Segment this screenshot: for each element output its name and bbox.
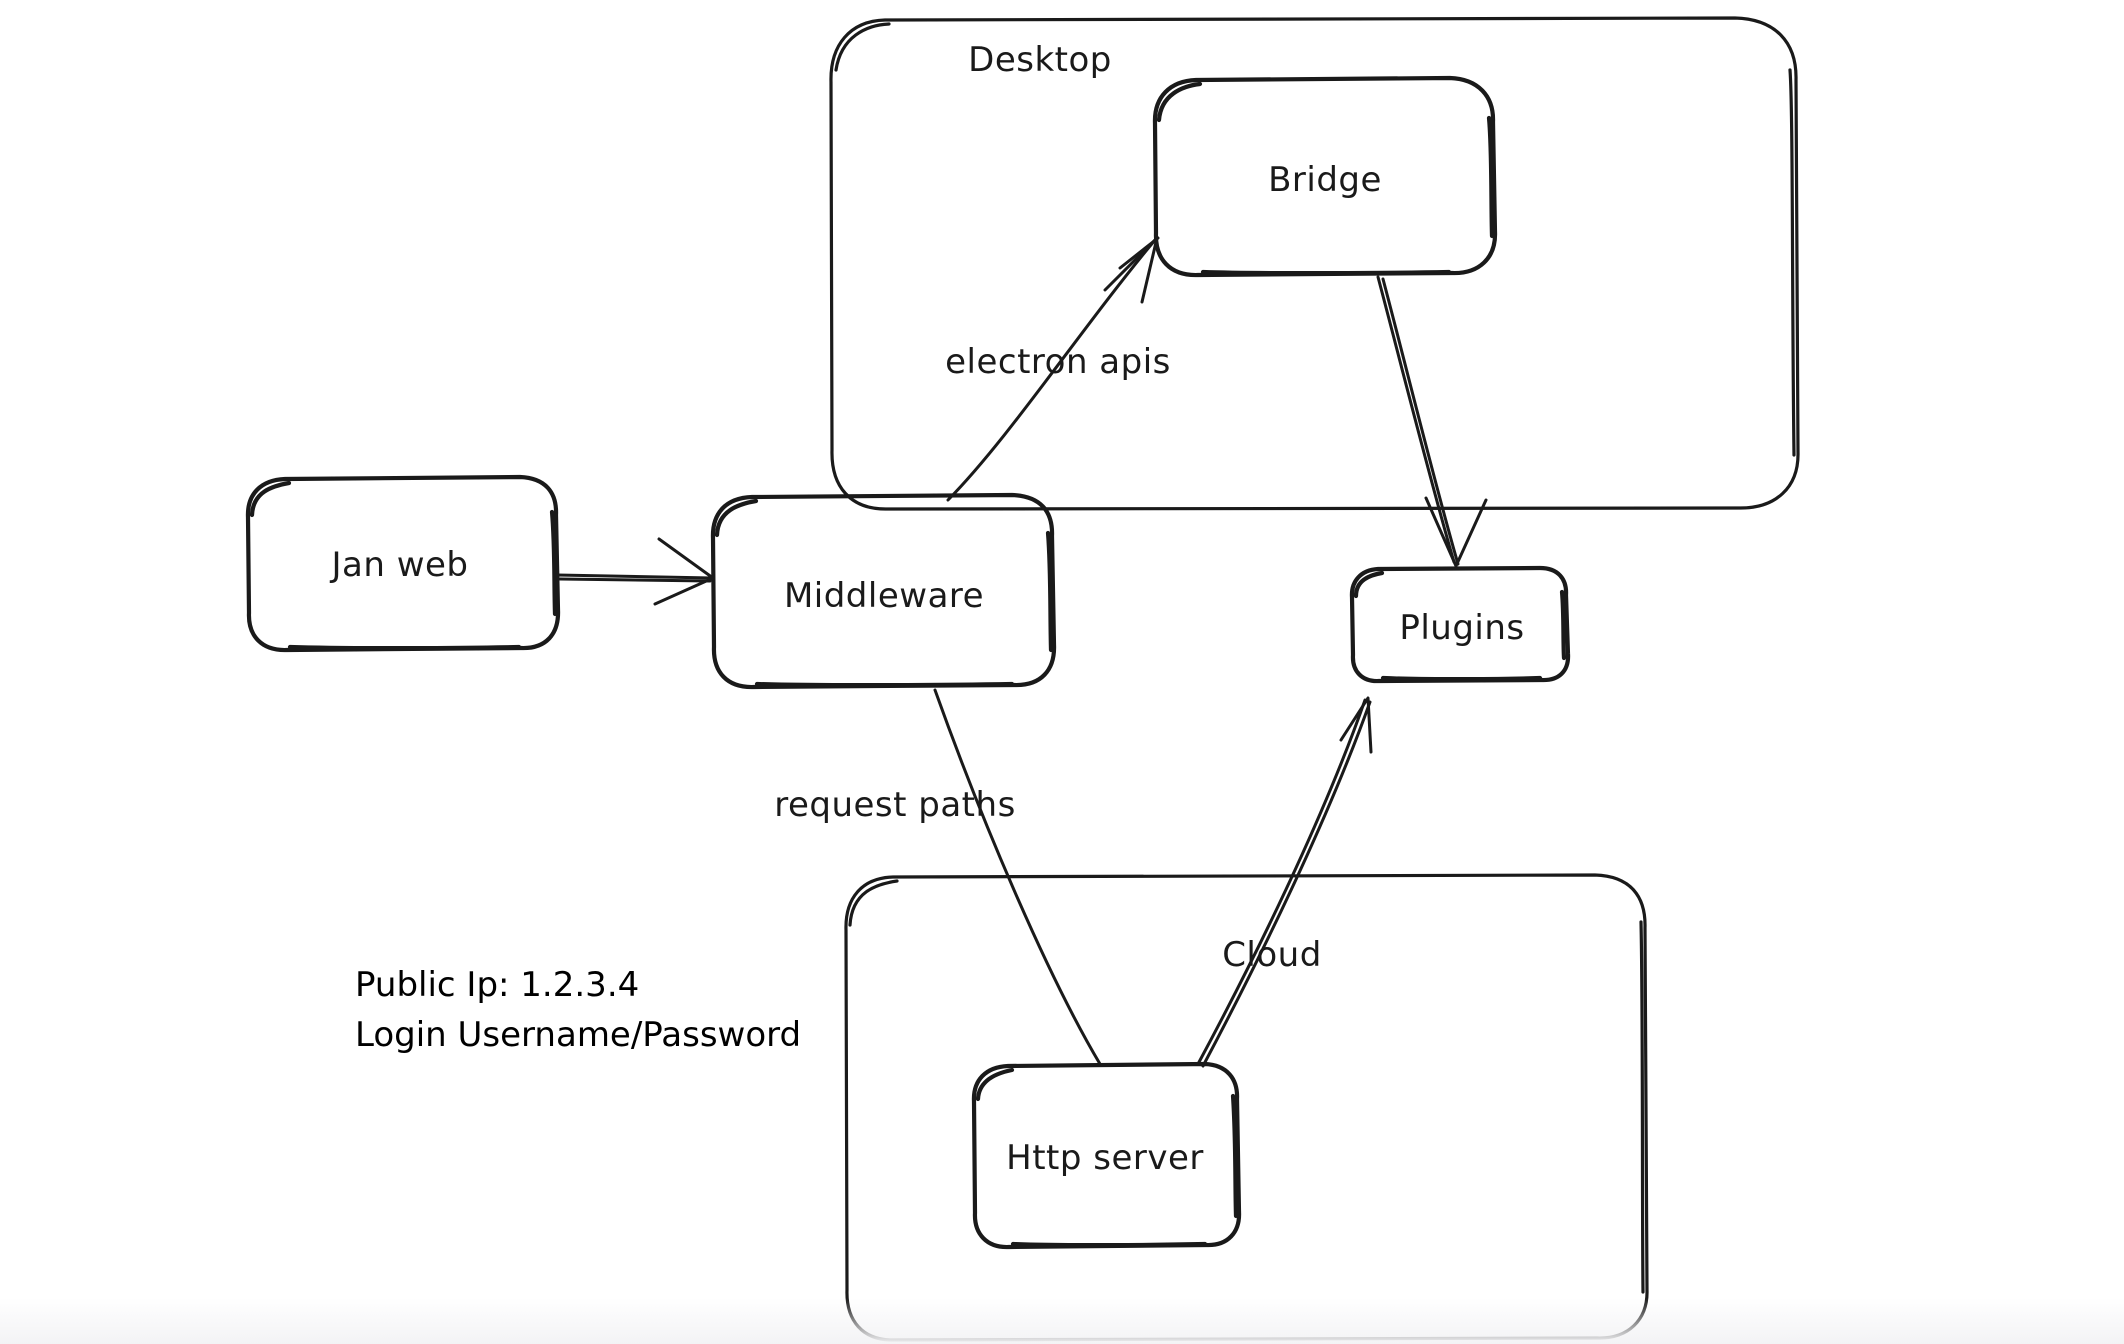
node-label-jan-web[interactable]: Jan web [331, 545, 469, 585]
node-label-middleware[interactable]: Middleware [783, 576, 985, 616]
note-public-ip: Public Ip: 1.2.3.4 [355, 965, 640, 1005]
edge-middleware-httpserver [933, 688, 1102, 1066]
edge-janweb-middleware [555, 537, 715, 606]
edge-label-electron-apis: electron apis [945, 342, 1171, 382]
node-label-http-server[interactable]: Http server [1006, 1138, 1204, 1178]
notes-block: Public Ip: 1.2.3.4 Login Username/Passwo… [355, 965, 801, 1055]
node-http-server-shape[interactable] [971, 1061, 1242, 1250]
node-bridge-shape[interactable] [1152, 75, 1498, 278]
group-desktop-shape [829, 16, 1800, 511]
group-label-desktop: Desktop [968, 40, 1112, 80]
node-plugins-shape[interactable] [1349, 565, 1571, 684]
node-label-plugins[interactable]: Plugins [1399, 608, 1525, 648]
note-login: Login Username/Password [355, 1015, 802, 1055]
node-jan-web-shape[interactable] [245, 474, 561, 653]
edge-label-cloud: Cloud [1222, 935, 1322, 975]
edge-middleware-bridge [946, 236, 1160, 502]
edge-label-request-paths: request paths [774, 785, 1016, 825]
edge-bridge-plugins [1376, 275, 1488, 568]
node-label-bridge[interactable]: Bridge [1268, 160, 1382, 200]
edge-httpserver-plugins [1196, 696, 1373, 1068]
node-middleware-shape[interactable] [710, 492, 1057, 690]
